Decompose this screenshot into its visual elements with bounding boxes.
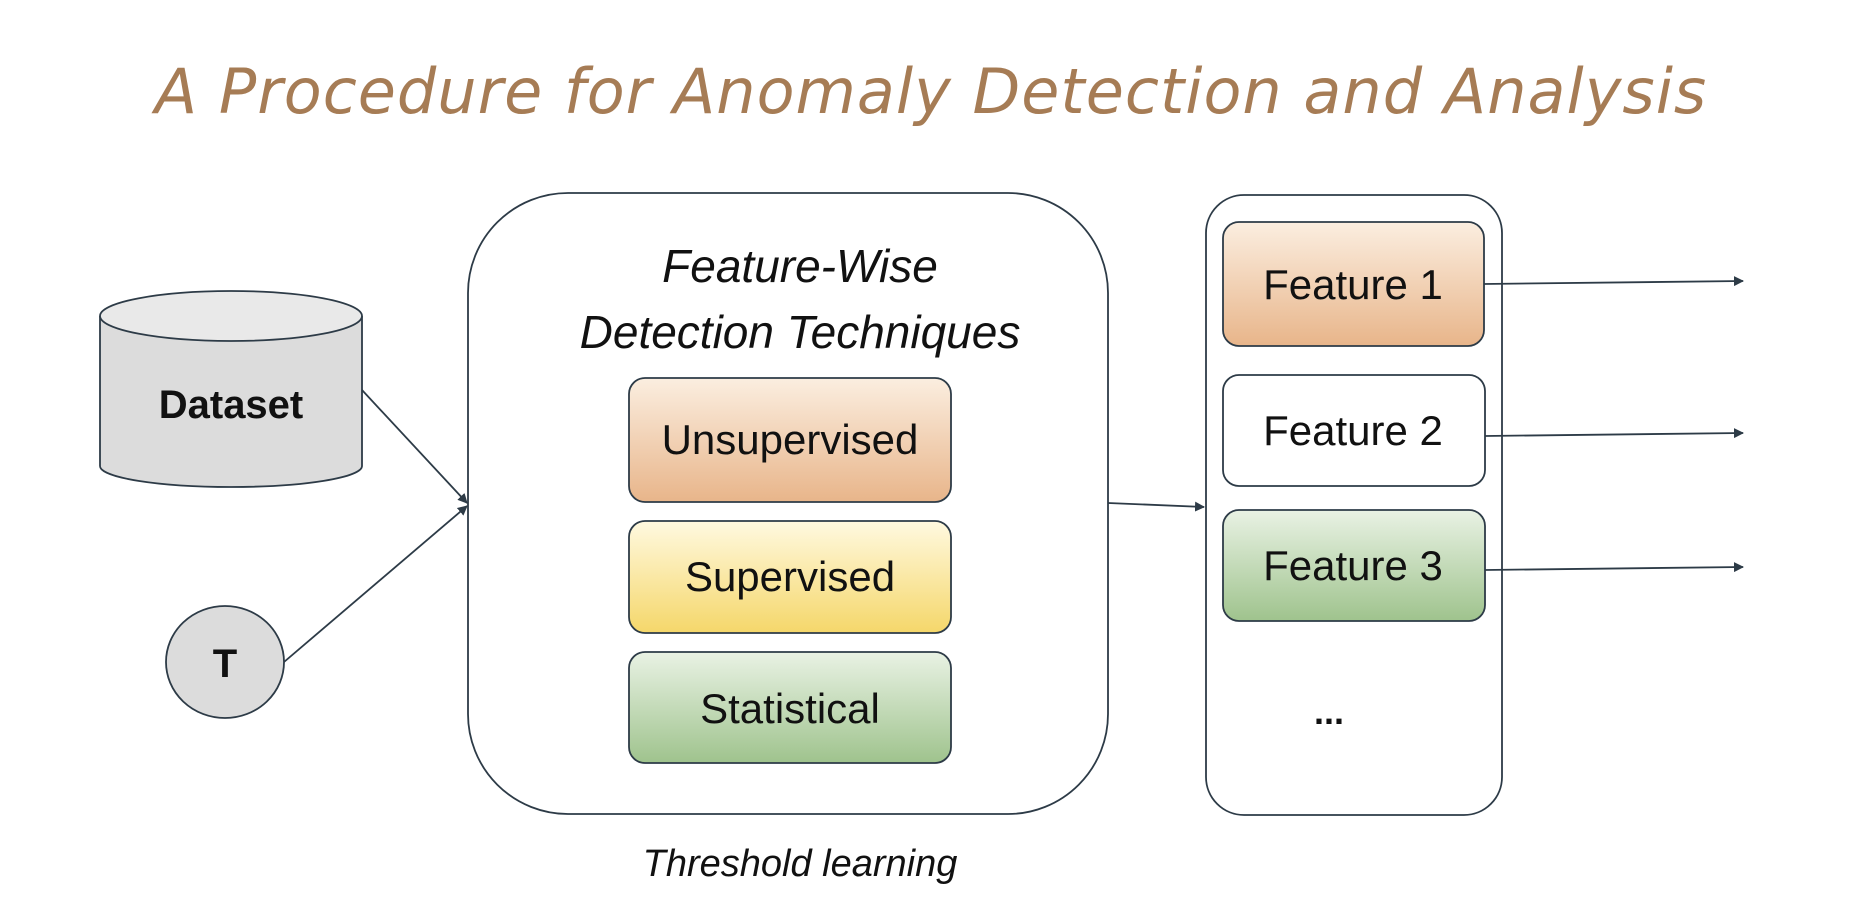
t-node: T (165, 605, 285, 719)
feature-2-box (1222, 374, 1486, 487)
t-label: T (213, 642, 237, 686)
feature-3-box (1222, 509, 1486, 622)
supervised-box (628, 520, 952, 634)
dataset-label: Dataset (159, 383, 304, 427)
arrow-t-to-detection (283, 505, 468, 663)
unsupervised-label: Unsupervised (662, 416, 919, 463)
detection-title-line2: Detection Techniques (580, 306, 1021, 358)
arrow-detection-to-features (1107, 501, 1205, 512)
feature-2-label: Feature 2 (1263, 407, 1443, 454)
unsupervised-box (628, 377, 952, 503)
dataset-cylinder-top (99, 290, 363, 342)
arrow-dataset-to-detection (361, 389, 468, 504)
features-ellipsis: ... (1314, 691, 1344, 732)
arrow-feature-1-output (1483, 276, 1744, 287)
supervised-label: Supervised (685, 553, 895, 600)
feature-3-label: Feature 3 (1263, 542, 1443, 589)
page-title: A Procedure for Anomaly Detection and An… (154, 55, 1708, 128)
detection-techniques-box: Feature-Wise Detection Techniques Unsupe… (467, 192, 1109, 815)
dataset-node: Dataset (99, 290, 363, 488)
threshold-learning-label: Threshold learning (643, 843, 958, 885)
arrow-feature-2-output (1484, 428, 1744, 439)
feature-1-label: Feature 1 (1263, 261, 1443, 308)
statistical-label: Statistical (700, 685, 880, 732)
arrow-feature-3-output (1484, 562, 1744, 573)
features-box: Feature 1 Feature 2 Feature 3 ... (1205, 194, 1503, 816)
dataset-cylinder-body (99, 316, 363, 488)
statistical-box (628, 651, 952, 764)
detection-title-line1: Feature-Wise (662, 240, 938, 292)
features-container (1205, 194, 1503, 816)
